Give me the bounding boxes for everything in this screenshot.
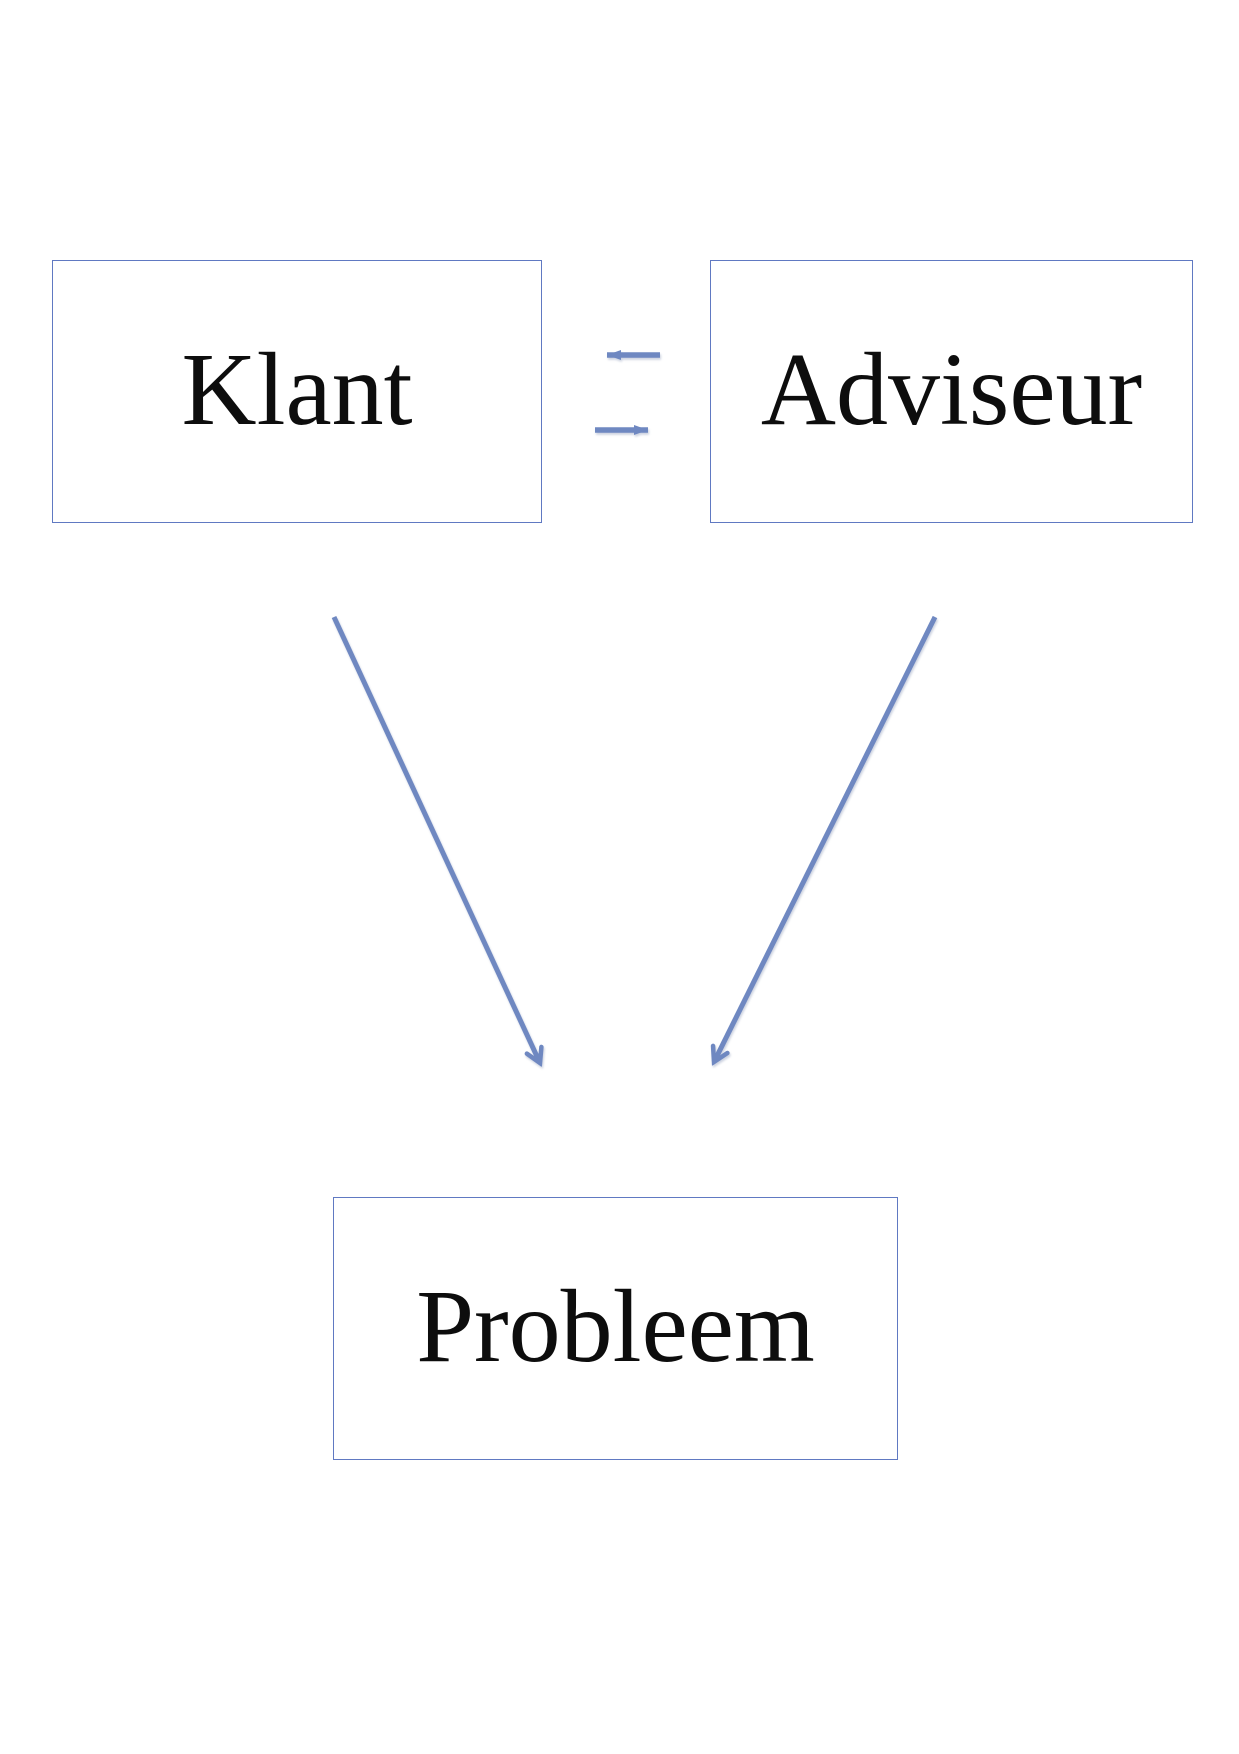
node-probleem: Probleem <box>333 1197 898 1460</box>
node-probleem-label: Probleem <box>416 1268 815 1384</box>
arrow-klant-to-probleem <box>331 615 540 1063</box>
node-klant-label: Klant <box>181 331 413 447</box>
arrow-adviseur-to-probleem <box>714 615 938 1062</box>
node-klant: Klant <box>52 260 542 523</box>
node-adviseur-label: Adviseur <box>760 331 1143 447</box>
node-adviseur: Adviseur <box>710 260 1193 523</box>
